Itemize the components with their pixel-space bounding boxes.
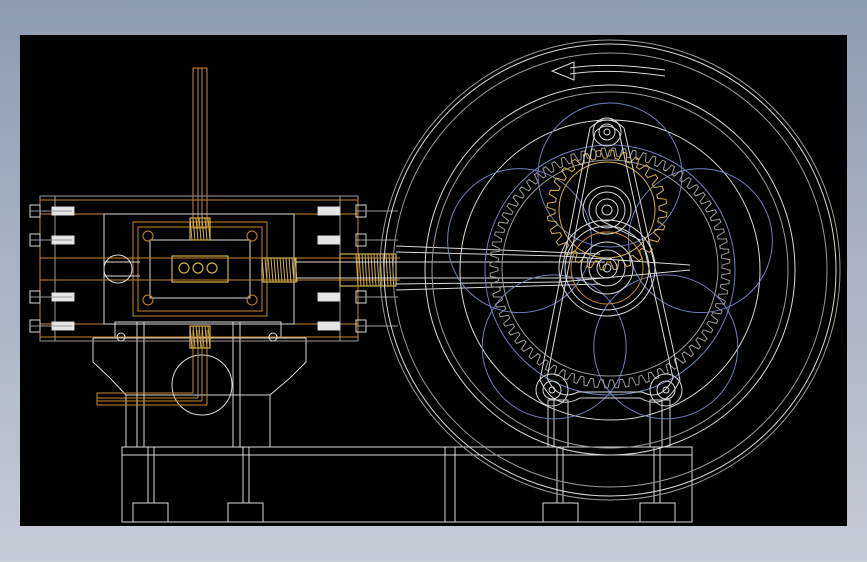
thread-line — [270, 257, 274, 283]
thread-line — [282, 257, 286, 283]
gland-threads — [189, 217, 395, 349]
thread-line — [207, 217, 211, 241]
cylinder-pedestal — [92, 321, 307, 448]
thread-line — [189, 217, 193, 241]
cylinder-block — [39, 195, 400, 349]
eccentric-rods — [559, 219, 691, 283]
spoke-ring — [484, 144, 736, 396]
thread-line — [198, 325, 202, 349]
thread-line — [361, 253, 365, 287]
crankshaft-hub — [558, 219, 656, 317]
left-head-bolts — [29, 204, 75, 333]
thread-line — [364, 253, 368, 287]
thread-line — [204, 325, 208, 349]
bearings — [535, 117, 683, 407]
thread-line — [388, 253, 392, 287]
thread-line — [373, 253, 377, 287]
thread-line — [288, 257, 292, 283]
spoke-arc — [447, 168, 593, 314]
bolt — [29, 290, 75, 304]
idler-bearing — [582, 185, 632, 235]
bolt — [29, 319, 75, 333]
rotation-arrow — [550, 61, 666, 81]
thread-line — [276, 257, 280, 283]
spoke-arc — [481, 274, 627, 420]
bolt — [317, 204, 398, 218]
thread-line — [195, 325, 199, 349]
thread-line — [285, 257, 289, 283]
thread-line — [192, 325, 196, 349]
top-bearing — [592, 117, 622, 147]
thread-line — [198, 217, 202, 241]
thread-line — [201, 325, 205, 349]
bolt — [29, 233, 75, 247]
thread-line — [267, 257, 271, 283]
thread-line — [264, 257, 268, 283]
lower-left-bearing — [535, 373, 569, 407]
lower-right-bearing — [649, 373, 683, 407]
thread-line — [192, 217, 196, 241]
flywheel — [379, 39, 841, 501]
spoke-arc — [593, 274, 739, 420]
bolt — [29, 204, 75, 218]
bolt — [317, 233, 398, 247]
idler-gear — [546, 149, 668, 271]
thread-line — [195, 217, 199, 241]
thread-line — [204, 217, 208, 241]
base-frame — [121, 446, 693, 523]
spoke-arc — [627, 168, 773, 314]
bolt — [317, 290, 398, 304]
thread-line — [189, 325, 193, 349]
thread-line — [291, 257, 295, 283]
flywheel-stands — [547, 399, 671, 448]
thread-line — [385, 253, 389, 287]
thread-line — [376, 253, 380, 287]
thread-line — [370, 253, 374, 287]
thread-line — [261, 257, 265, 283]
thread-line — [207, 325, 211, 349]
thread-line — [367, 253, 371, 287]
engine-assembly-drawing — [29, 39, 841, 523]
thread-line — [273, 257, 277, 283]
drawing-viewport[interactable] — [20, 35, 847, 526]
thread-line — [355, 253, 359, 287]
thread-line — [358, 253, 362, 287]
flywheel-spoke-arcs — [447, 102, 773, 420]
thread-line — [201, 217, 205, 241]
main-gear — [489, 147, 731, 389]
main-gear-root — [501, 159, 719, 377]
thread-line — [279, 257, 283, 283]
